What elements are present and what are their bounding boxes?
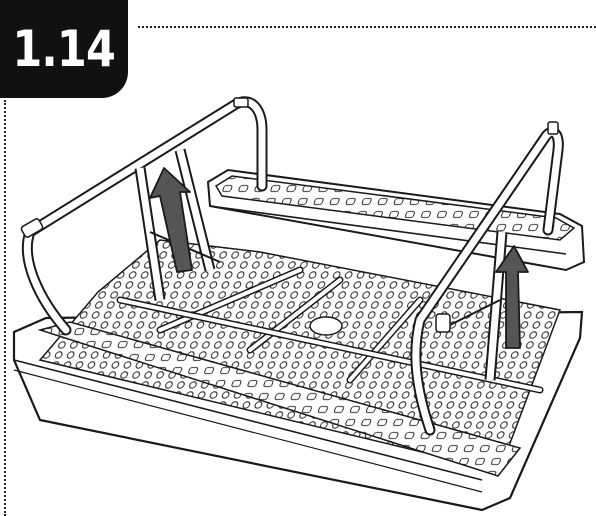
step-number-badge: 1.14 <box>0 0 128 98</box>
step-number: 1.14 <box>12 20 117 78</box>
dotted-border-left <box>4 100 6 516</box>
lift-arrow-left <box>149 167 193 273</box>
right-leg-frame <box>410 121 564 436</box>
dotted-border-top <box>138 26 596 28</box>
lift-arrow-right <box>495 245 529 349</box>
